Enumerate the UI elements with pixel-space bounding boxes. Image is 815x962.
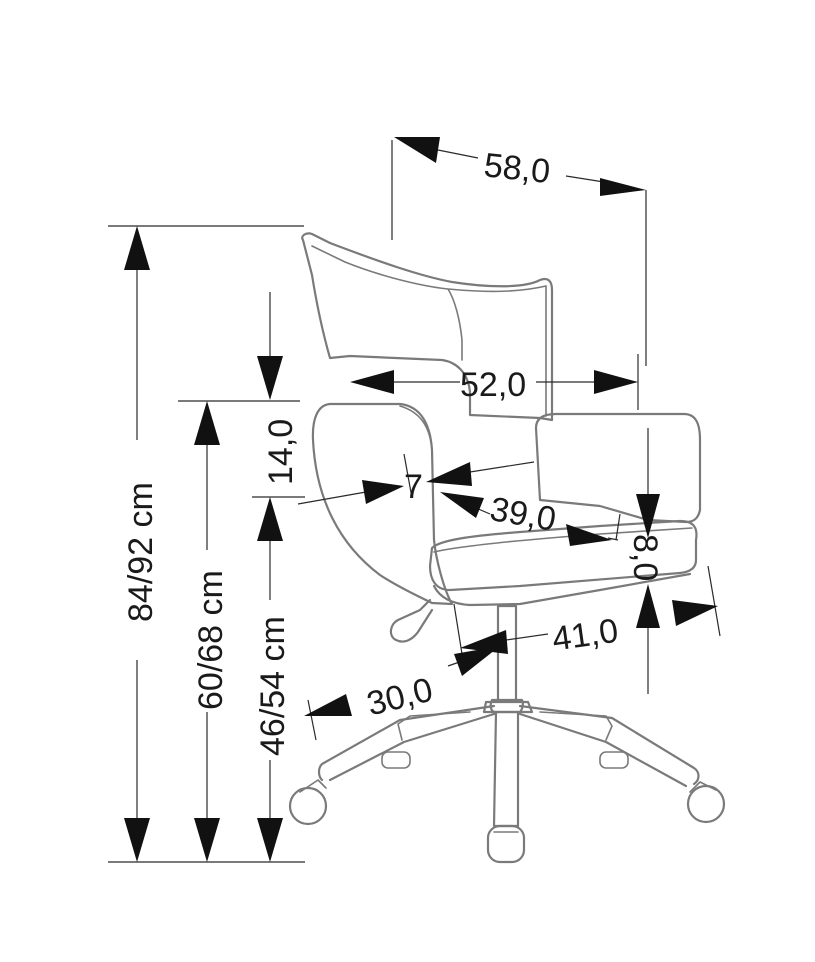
dim-overall-width-line-left	[437, 149, 479, 159]
caster-left	[288, 779, 328, 826]
dim-arm-gap-arrow-left	[362, 480, 404, 504]
dim-base-width-ext-right	[707, 565, 721, 637]
label-base-width: 41,0	[550, 612, 621, 659]
gas-lift	[489, 604, 524, 714]
dim-total-height-arrow-bottom	[124, 818, 150, 862]
dim-base-depth-ext	[307, 699, 317, 741]
label-seat-thickness: 8,0	[626, 534, 664, 581]
dim-base-width-ext-left	[453, 603, 463, 655]
dim-arm-height-arrow-top	[194, 401, 220, 445]
dim-seat-depth-ext	[615, 513, 621, 541]
base-arm-left	[317, 704, 496, 782]
dim-arm-gap-line-right	[469, 461, 535, 473]
label-armrest-height: 60/68 cm	[192, 570, 230, 710]
dim-back-width-arrow-left	[350, 370, 394, 394]
base-hub	[482, 700, 534, 714]
label-seat-depth: 39,0	[487, 490, 559, 539]
dim-seat-height-arrow-bottom	[257, 818, 283, 862]
label-armrest-gap: 7	[404, 468, 423, 506]
dim-total-height-arrow-top	[124, 226, 150, 270]
dimension-labels: 58,0 52,0 14,0 7 39,0 8,0 41,0 30,0 84/9…	[122, 146, 664, 756]
dim-back-height-arrow	[257, 356, 283, 400]
base-arm-front	[492, 710, 520, 828]
dim-arm-gap-line-left	[297, 491, 367, 505]
dim-arm-gap-ext	[403, 453, 413, 499]
dim-seat-depth-arrow-left	[440, 492, 484, 518]
label-backrest-height: 14,0	[262, 419, 300, 485]
dim-seat-thick-arrow-top	[636, 494, 660, 538]
seat-base-edge	[432, 572, 692, 607]
dim-overall-width-line-right	[565, 175, 605, 183]
dim-seat-thick-arrow-bottom	[636, 584, 660, 628]
label-seat-height: 46/54 cm	[254, 616, 292, 756]
backrest	[301, 232, 554, 422]
label-total-height: 84/92 cm	[122, 482, 160, 622]
dimension-lines	[108, 137, 721, 863]
base-arm-right	[518, 704, 700, 788]
dim-base-depth-arrow-right	[454, 646, 500, 676]
left-armrest-inner	[399, 405, 433, 451]
caster-front	[486, 824, 526, 864]
caster-back-right	[599, 751, 629, 769]
dim-overall-width-arrow-left	[394, 137, 440, 163]
dim-arm-height-arrow-bottom	[194, 818, 220, 862]
dim-base-depth-arrow-left	[304, 694, 352, 716]
tilt-lever	[389, 598, 434, 643]
dim-arm-gap-arrow-right	[426, 462, 472, 486]
caster-right	[686, 781, 726, 824]
seat-cushion	[428, 519, 698, 592]
caster-back-left	[381, 751, 411, 769]
base-arm-back	[397, 711, 613, 741]
dim-seat-depth-arrow-right	[566, 524, 612, 546]
right-armrest	[534, 412, 702, 524]
dim-back-width-arrow-right	[594, 370, 638, 394]
dim-base-width-arrow-right	[672, 600, 718, 626]
dim-overall-width-arrow-right	[600, 178, 646, 196]
dim-seat-height-arrow-top	[257, 497, 283, 541]
dim-base-width-line-left	[505, 633, 549, 641]
label-back-width: 52,0	[460, 366, 526, 404]
backrest-seam	[311, 245, 547, 417]
label-overall-width: 58,0	[482, 146, 552, 191]
chair-outline	[288, 232, 726, 864]
